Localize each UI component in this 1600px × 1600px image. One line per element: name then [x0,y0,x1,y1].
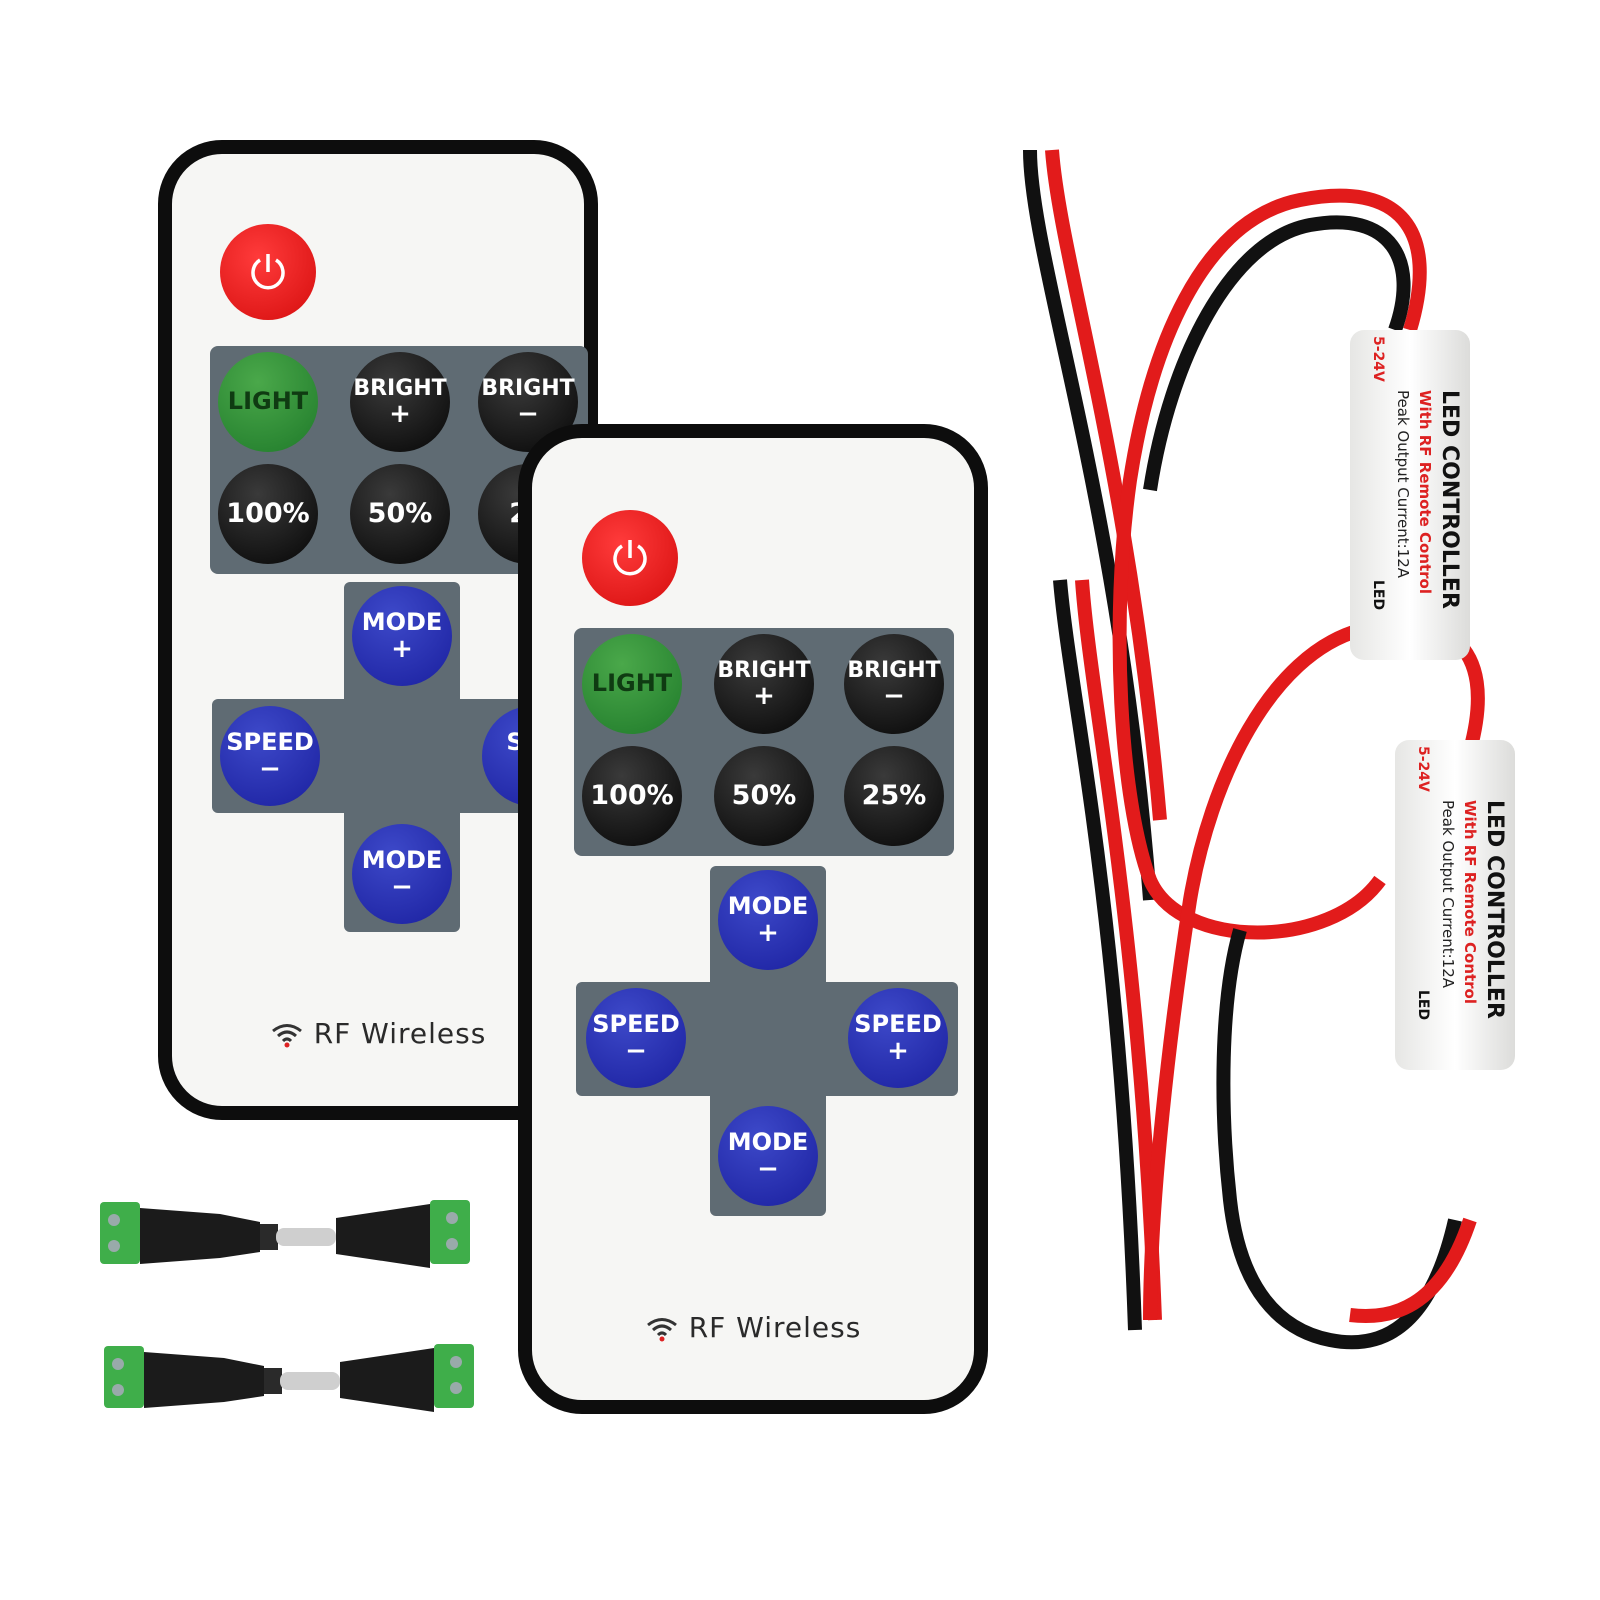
led-controller-top: 5-24V LED CONTROLLER With RF Remote Cont… [1350,330,1470,660]
button-label: LIGHT [227,387,309,416]
button-sign: − [757,1153,779,1184]
terminal-block-icon [434,1344,474,1408]
power-button[interactable] [220,224,316,320]
button-label: SPEED [592,1010,680,1039]
button-label: SPEED [854,1010,942,1039]
dc-connector-pair [100,1200,470,1268]
mode-plus-button[interactable]: MODE+ [718,870,818,970]
controller-input-label: 5-24V [1370,336,1386,382]
mode-minus-button[interactable]: MODE− [718,1106,818,1206]
wire-black [1216,928,1462,1350]
controller-input-label: 5-24V [1415,746,1431,792]
bright-minus-button[interactable]: BRIGHT− [844,634,944,734]
power-icon [613,540,647,576]
speed-minus-button[interactable]: SPEED− [220,706,320,806]
mode-plus-button[interactable]: MODE+ [352,586,452,686]
barrel-pin-icon [276,1228,336,1246]
button-sign: − [391,871,413,902]
male-plug-icon [336,1204,430,1268]
button-label: MODE [727,1128,809,1157]
brightness-25-button[interactable]: 25% [844,746,944,846]
mode-minus-button[interactable]: MODE− [352,824,452,924]
button-sign: + [887,1035,909,1066]
wire-black [1143,215,1411,492]
button-sign: + [391,633,413,664]
terminal-block-icon [430,1200,470,1264]
wire-red [1075,579,1162,1321]
button-label: SPEED [226,728,314,757]
bright-minus-button[interactable]: BRIGHT− [478,352,578,452]
button-label: BRIGHT [847,658,941,684]
wire-black [1023,149,1157,901]
controller-title: LED CONTROLLER [1482,800,1507,1019]
button-label: MODE [361,846,443,875]
controller-spec: Peak Output Current:12A [1394,390,1412,578]
button-label: BRIGHT [353,376,447,402]
wifi-icon [646,1318,677,1342]
wire-red [1112,188,1427,940]
controller-title: LED CONTROLLER [1437,390,1462,609]
button-label: BRIGHT [717,658,811,684]
button-sign: − [883,680,905,711]
light-button[interactable]: LIGHT [582,634,682,734]
button-label: 25% [861,779,927,811]
wire-black [1053,579,1142,1331]
controller-subtitle: With RF Remote Control [1416,390,1434,595]
button-sign: + [389,398,411,429]
speed-minus-button[interactable]: SPEED− [586,988,686,1088]
button-sign: − [517,398,539,429]
controller-output-label: LED [1370,580,1386,611]
wifi-icon [271,1024,302,1048]
rf-wireless-text: RF Wireless [313,1017,487,1050]
bright-plus-button[interactable]: BRIGHT+ [714,634,814,734]
button-label: 50% [367,497,433,529]
brightness-50-button[interactable]: 50% [350,464,450,564]
dc-connector-pair [104,1344,474,1412]
button-label: BRIGHT [481,376,575,402]
wire-red [1349,1217,1477,1324]
button-label: 100% [226,497,310,529]
button-label: LIGHT [591,669,673,698]
brightness-100-button[interactable]: 100% [582,746,682,846]
button-label: MODE [727,892,809,921]
button-sign: + [753,680,775,711]
button-label: MODE [361,608,443,637]
button-sign: − [625,1035,647,1066]
remote-front: LIGHT BRIGHT+ BRIGHT− 100% 50% 25% MODE+… [518,424,988,1414]
power-icon [251,254,285,290]
led-controller-bottom: 5-24V LED CONTROLLER With RF Remote Cont… [1395,740,1515,1070]
brightness-50-button[interactable]: 50% [714,746,814,846]
rf-wireless-label: RF Wireless [172,1017,584,1050]
barrel-pin-icon [280,1372,340,1390]
button-label: 50% [731,779,797,811]
button-label: 100% [590,779,674,811]
button-sign: − [259,753,281,784]
bright-plus-button[interactable]: BRIGHT+ [350,352,450,452]
rf-wireless-text: RF Wireless [688,1311,862,1344]
wire-red [1045,149,1167,821]
button-pad: LIGHT BRIGHT+ BRIGHT− 100% 50% 25% [574,628,954,856]
brightness-100-button[interactable]: 100% [218,464,318,564]
controller-spec: Peak Output Current:12A [1439,800,1457,988]
female-plug-icon [144,1352,264,1408]
light-button[interactable]: LIGHT [218,352,318,452]
button-sign: + [757,917,779,948]
speed-plus-button[interactable]: SPEED+ [848,988,948,1088]
power-button[interactable] [582,510,678,606]
controller-subtitle: With RF Remote Control [1461,800,1479,1005]
rf-wireless-label: RF Wireless [532,1311,974,1344]
male-plug-icon [340,1348,434,1412]
female-plug-icon [140,1208,260,1264]
controller-output-label: LED [1415,990,1431,1021]
